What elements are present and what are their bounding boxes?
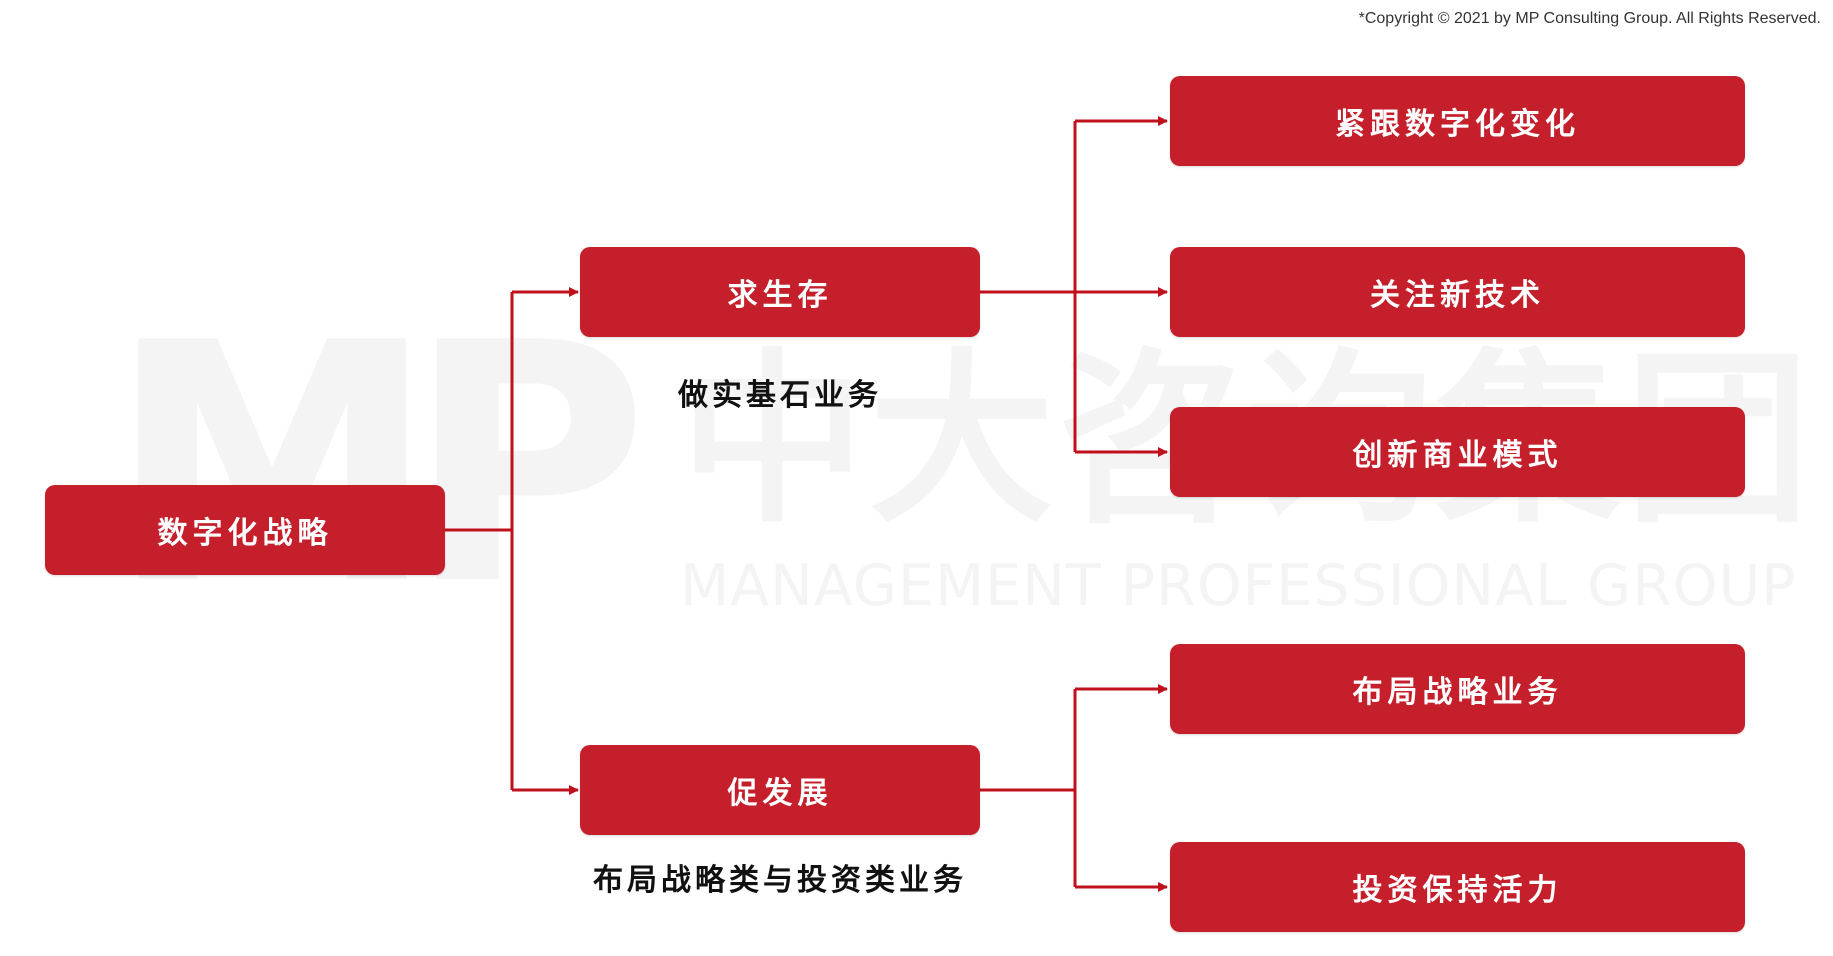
child-node-label: 布局战略业务 [1352, 675, 1563, 710]
branch-node-develop-label: 促发展 [727, 776, 833, 811]
child-node-label: 投资保持活力 [1352, 873, 1563, 908]
branch-node-survive-label: 求生存 [727, 278, 833, 313]
child-node-label: 关注新技术 [1370, 278, 1545, 313]
child-node-label: 紧跟数字化变化 [1335, 107, 1580, 142]
child-node-digital-change: 紧跟数字化变化 [1170, 76, 1745, 166]
branch-develop-caption: 布局战略类与投资类业务 [593, 863, 967, 898]
branch-node-develop: 促发展 [580, 745, 980, 835]
watermark-english-name: MANAGEMENT PROFESSIONAL GROUP [680, 553, 1797, 619]
child-node-business-model: 创新商业模式 [1170, 407, 1745, 497]
child-node-investment: 投资保持活力 [1170, 842, 1745, 932]
watermark-logo: MP [108, 273, 648, 657]
branch-node-survive: 求生存 [580, 247, 980, 337]
root-node-label: 数字化战略 [157, 516, 333, 551]
child-node-label: 创新商业模式 [1352, 438, 1563, 473]
child-node-new-tech: 关注新技术 [1170, 247, 1745, 337]
copyright-notice: *Copyright © 2021 by MP Consulting Group… [1358, 10, 1821, 27]
branch-survive-caption: 做实基石业务 [678, 378, 882, 413]
child-node-strategic-layout: 布局战略业务 [1170, 644, 1745, 734]
root-node-digital-strategy: 数字化战略 [45, 485, 445, 575]
